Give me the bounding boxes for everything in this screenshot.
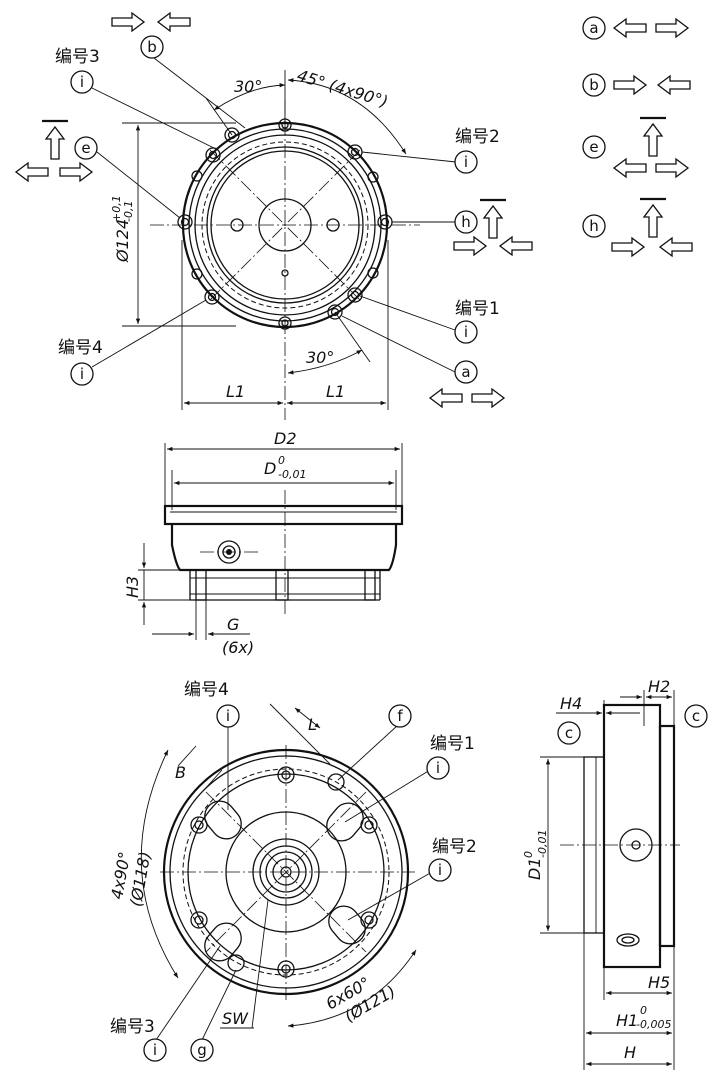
dim-l: L — [308, 715, 317, 734]
dim-h3: H3 — [123, 576, 142, 598]
dim-h4: H4 — [560, 694, 582, 713]
dim-d1-upper: 0 — [522, 851, 535, 858]
dim-d1: D1 — [525, 858, 544, 881]
dim-dia-124-upper: +0,1 — [110, 195, 123, 222]
dim-d2: D2 — [274, 429, 297, 448]
dim-angle-45: 45° (4x90°) — [295, 66, 390, 112]
legend-b-label: b — [589, 76, 599, 94]
dim-h1-lower: -0,005 — [636, 1018, 671, 1031]
marker-e: e — [81, 139, 90, 157]
dim-h: H — [624, 1043, 636, 1062]
marker-i-num3-bottom: i — [153, 1041, 157, 1059]
side-view: D2 D 0 -0,01 H3 — [123, 429, 404, 657]
dim-dia-124: Ø124 — [113, 219, 132, 263]
legend: a b e h — [582, 16, 693, 257]
bottom-view: 4x90° (Ø118) 6x60° (Ø121) B L SW 编号4 i — [107, 680, 477, 1062]
legend-a-label: a — [589, 19, 598, 37]
marker-h: h — [461, 213, 471, 231]
dim-d1-lower: -0,01 — [536, 830, 549, 858]
label-num2-top: 编号2 — [455, 127, 500, 147]
marker-g: g — [197, 1041, 207, 1059]
dim-d-lower: -0,01 — [278, 468, 306, 481]
legend-e: e — [582, 116, 689, 178]
dim-l1-left: L1 — [226, 382, 245, 401]
dim-h2: H2 — [648, 677, 670, 696]
marker-i-num4-bottom: i — [226, 707, 230, 725]
top-view: Ø124 +0,1 -0,1 L1 L1 30° 45° (4x90°) 30° — [15, 12, 533, 420]
marker-b: b — [147, 38, 157, 56]
marker-i-num1-top: i — [464, 323, 468, 341]
legend-e-label: e — [589, 138, 598, 156]
legend-h-label: h — [589, 217, 599, 235]
marker-i-num2-top: i — [464, 153, 468, 171]
marker-f: f — [397, 707, 403, 725]
label-num1-bottom: 编号1 — [430, 734, 475, 754]
dim-angle-30-top: 30° — [234, 77, 262, 96]
label-num1-top: 编号1 — [455, 299, 500, 319]
dim-sw: SW — [222, 1009, 249, 1028]
marker-a: a — [461, 363, 470, 381]
dim-d-upper: 0 — [278, 454, 285, 467]
marker-i-num2-bottom: i — [438, 861, 442, 879]
label-num4-bottom: 编号4 — [184, 680, 229, 700]
dim-d: D — [264, 459, 276, 478]
dim-h5: H5 — [648, 973, 670, 992]
label-num3-top: 编号3 — [55, 47, 100, 67]
legend-b: b — [582, 73, 691, 97]
dim-b: B — [175, 763, 186, 782]
dim-dia-124-lower: -0,1 — [122, 201, 135, 222]
marker-i-num3-top: i — [80, 73, 84, 91]
dim-g: G — [227, 615, 239, 634]
marker-i-num4-top: i — [80, 365, 84, 383]
marker-c-left: c — [565, 724, 573, 742]
label-num2-bottom: 编号2 — [432, 837, 477, 857]
dim-l1-right: L1 — [326, 382, 345, 401]
dim-h1-upper: 0 — [640, 1004, 647, 1017]
marker-i-num1-bottom: i — [436, 759, 440, 777]
legend-h: h — [582, 197, 693, 257]
label-num3-bottom: 编号3 — [110, 1017, 155, 1037]
dim-g-count: (6x) — [222, 638, 254, 657]
right-view: H4 H2 c c D1 0 -0,01 H5 H1 0 -0,005 H — [522, 677, 708, 1070]
legend-a: a — [582, 16, 689, 40]
marker-c-right: c — [692, 707, 700, 725]
label-num4-top: 编号4 — [58, 338, 103, 358]
dim-h1: H1 — [616, 1011, 638, 1030]
dim-angle-30-bottom: 30° — [306, 348, 334, 367]
